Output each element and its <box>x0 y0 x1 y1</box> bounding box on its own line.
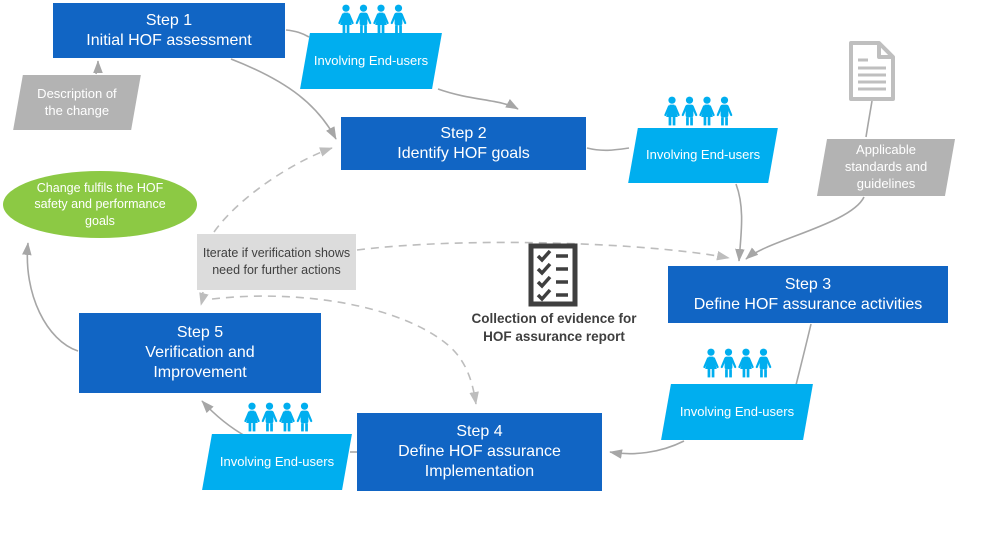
checklist-icon <box>528 243 578 307</box>
involving-end-users-1: Involving End-users <box>300 33 442 89</box>
outcome-ellipse: Change fulfils the HOF safety and perfor… <box>3 171 197 238</box>
evidence-note-label: Collection of evidence for HOF assurance… <box>471 311 637 344</box>
step1-subtitle: Initial HOF assessment <box>86 31 252 49</box>
involving-end-users-3-label: Involving End-users <box>679 403 795 419</box>
iterate-note: Iterate if verification shows need for f… <box>197 234 356 290</box>
end-users-icon <box>664 96 733 126</box>
involving-end-users-2-label: Involving End-users <box>645 147 761 163</box>
step4-subtitle: Define HOF assurance Implementation <box>398 443 561 480</box>
dashed-iterate-to-step2 <box>213 147 333 233</box>
arrow-endusers3-to-step4 <box>609 440 685 459</box>
document-icon <box>849 41 895 101</box>
involving-end-users-4: Involving End-users <box>202 434 352 490</box>
step1-box: Step 1 Initial HOF assessment <box>53 3 285 58</box>
arrow-endusers4-to-step5 <box>201 400 248 438</box>
line-step2-to-endusers2 <box>586 147 630 152</box>
description-of-change: Description of the change <box>13 75 141 130</box>
step3-subtitle: Define HOF assurance activities <box>693 295 923 313</box>
applicable-standards: Applicable standards and guidelines <box>816 139 956 196</box>
line-step1-to-endusers1 <box>285 29 310 38</box>
description-of-change-label: Description of the change <box>37 85 117 118</box>
line-document-to-standards <box>865 100 873 138</box>
step5-box: Step 5 Verification and Improvement <box>79 313 321 393</box>
step5-title: Step 5 <box>176 324 224 341</box>
arrow-endusers1-to-step2 <box>437 88 519 110</box>
arrow-description-to-step1 <box>93 60 103 75</box>
step1-title: Step 1 <box>145 11 193 29</box>
iterate-note-label: Iterate if verification shows need for f… <box>202 246 351 277</box>
arrow-step5-to-outcome <box>22 242 79 352</box>
arrow-endusers2-to-step3 <box>735 183 745 262</box>
involving-end-users-4-label: Involving End-users <box>219 453 335 469</box>
dashed-iterate-to-step5 <box>199 291 209 306</box>
outcome-label: Change fulfils the HOF safety and perfor… <box>34 181 166 228</box>
involving-end-users-1-label: Involving End-users <box>313 52 429 68</box>
step2-title: Step 2 <box>440 124 487 142</box>
step3-box: Step 3 Define HOF assurance activities <box>668 266 948 323</box>
end-users-icon <box>244 402 313 432</box>
evidence-note: Collection of evidence for HOF assurance… <box>468 310 640 346</box>
step5-subtitle: Verification and Improvement <box>145 344 255 381</box>
step4-box: Step 4 Define HOF assurance Implementati… <box>357 413 602 491</box>
end-users-icon <box>703 348 772 378</box>
step3-title: Step 3 <box>784 275 832 293</box>
involving-end-users-3: Involving End-users <box>661 384 813 440</box>
step4-title: Step 4 <box>456 423 503 440</box>
end-users-icon <box>338 4 407 34</box>
step2-subtitle: Identify HOF goals <box>397 144 530 162</box>
involving-end-users-2: Involving End-users <box>628 128 778 183</box>
step2-box: Step 2 Identify HOF goals <box>341 117 586 170</box>
applicable-standards-label: Applicable standards and guidelines <box>844 142 928 191</box>
arrow-standards-to-step3 <box>745 196 865 260</box>
